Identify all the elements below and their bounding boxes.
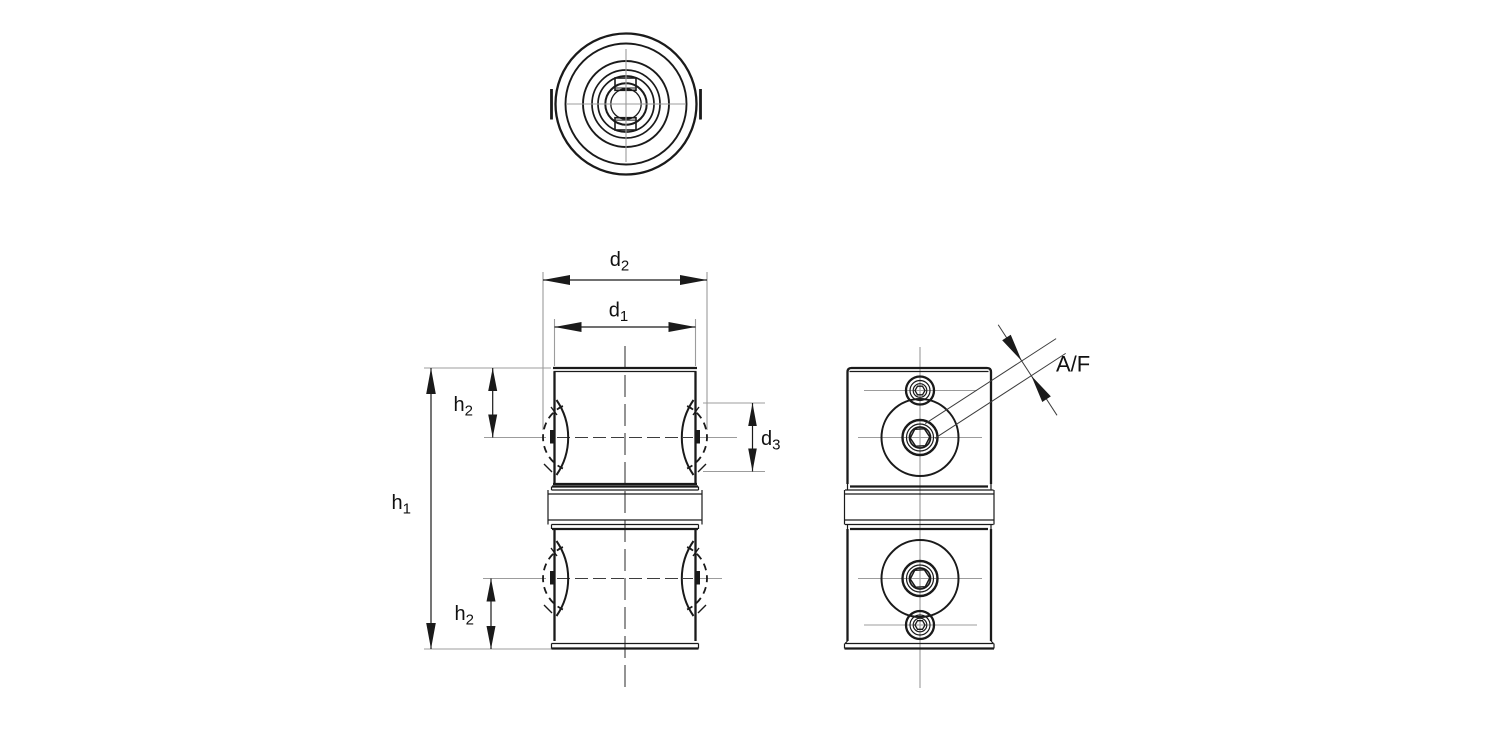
hex-socket <box>914 620 926 630</box>
outer-diameter-circle <box>554 32 698 176</box>
extension-lines <box>424 272 765 650</box>
socket-circle <box>912 617 928 633</box>
socket-circle <box>908 567 932 590</box>
dimension-lines <box>430 279 754 649</box>
clamp-screw-lower <box>901 559 939 598</box>
screw-ring-circle <box>909 614 931 636</box>
locking-screw-lower <box>904 609 936 641</box>
dimensions: d2 d1 h2 h1 h2 d3 A/F <box>392 249 1090 649</box>
label-d2: d2 <box>610 249 629 275</box>
side-body-outline-thick <box>844 366 994 650</box>
locking-screw-upper <box>904 375 936 406</box>
side-view-centerlines <box>858 347 982 688</box>
body-outline-thick <box>551 366 699 650</box>
hidden-boss-dashed-arcs <box>542 405 708 611</box>
screw-head-circle <box>901 418 939 457</box>
bulge-lens-arcs <box>555 399 695 617</box>
top-view-crosshair-centerlines <box>566 49 686 162</box>
hex-socket <box>909 569 931 588</box>
arc-end-ticks <box>543 406 707 614</box>
screw-axis-centerlines <box>557 437 693 579</box>
socket-circle <box>908 426 932 449</box>
label-af: A/F <box>1056 352 1090 377</box>
af-dimension <box>924 324 1066 439</box>
socket-circle <box>912 383 928 398</box>
screw-head-circle <box>904 609 936 641</box>
clamp-boss-circle-lower <box>880 539 960 618</box>
screw-ring-circle <box>909 379 931 402</box>
af-tangent-lines <box>924 338 1066 439</box>
hex-socket <box>909 428 931 447</box>
top-view <box>550 32 702 176</box>
screw-head-circle <box>901 559 939 598</box>
clamp-screw-upper <box>901 418 939 457</box>
label-h1: h1 <box>392 492 411 518</box>
label-d1: d1 <box>609 300 628 326</box>
clamp-slot-flats <box>550 89 702 120</box>
label-h2-lower: h2 <box>455 603 474 629</box>
hex-socket <box>914 385 926 396</box>
label-d3: d3 <box>761 428 780 454</box>
af-arrowheads <box>1002 334 1051 402</box>
front-view <box>424 272 765 687</box>
screw-head-circle <box>904 375 936 406</box>
body-outline-thin <box>547 370 703 649</box>
clamp-boss-circle-upper <box>880 398 960 477</box>
side-body-outline-thin <box>843 370 995 649</box>
label-h2-upper: h2 <box>454 394 473 420</box>
chamfer-ring-circle <box>564 42 688 166</box>
screw-ring-circle <box>905 423 935 452</box>
side-view <box>843 347 995 688</box>
screw-ring-circle <box>905 564 935 593</box>
